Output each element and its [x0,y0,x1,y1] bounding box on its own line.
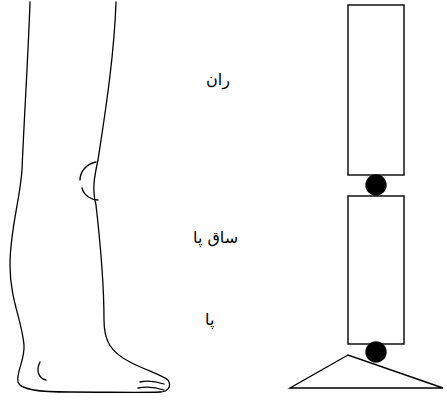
shank-segment [348,196,404,344]
thigh-segment [348,5,404,175]
knee-joint [366,175,386,195]
part-label: پا [203,310,216,329]
toe-lines [138,381,164,390]
part-label: ران [204,70,232,89]
foot-segment [290,355,443,388]
ankle-joint [366,342,386,362]
kneecap-line [80,162,98,200]
ankle-bone-line [38,362,46,380]
leg-front-outline [94,2,170,392]
leg-back-outline [10,2,160,392]
part-label: ساق پا [191,228,240,247]
